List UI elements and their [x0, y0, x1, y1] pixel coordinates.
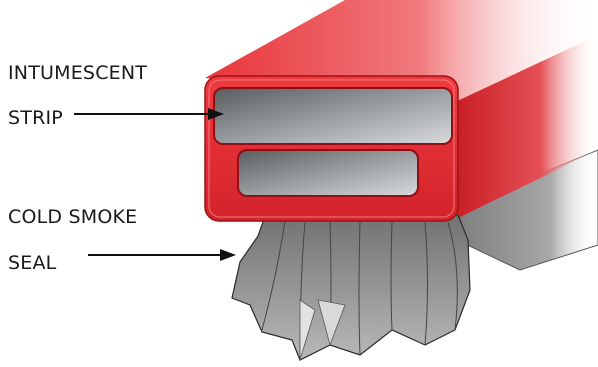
- cold-smoke-brush: [232, 208, 470, 360]
- intumescent-label-line2: STRIP: [8, 109, 63, 128]
- intumescent-strip-lower: [238, 150, 418, 196]
- intumescent-arrow: [74, 108, 224, 120]
- intumescent-strip-upper: [214, 88, 452, 144]
- cold-smoke-arrow: [88, 249, 236, 261]
- cold-smoke-label-line1: COLD SMOKE: [8, 208, 137, 227]
- intumescent-label-line1: INTUMESCENT: [8, 64, 147, 83]
- cold-smoke-label-line2: SEAL: [8, 254, 56, 273]
